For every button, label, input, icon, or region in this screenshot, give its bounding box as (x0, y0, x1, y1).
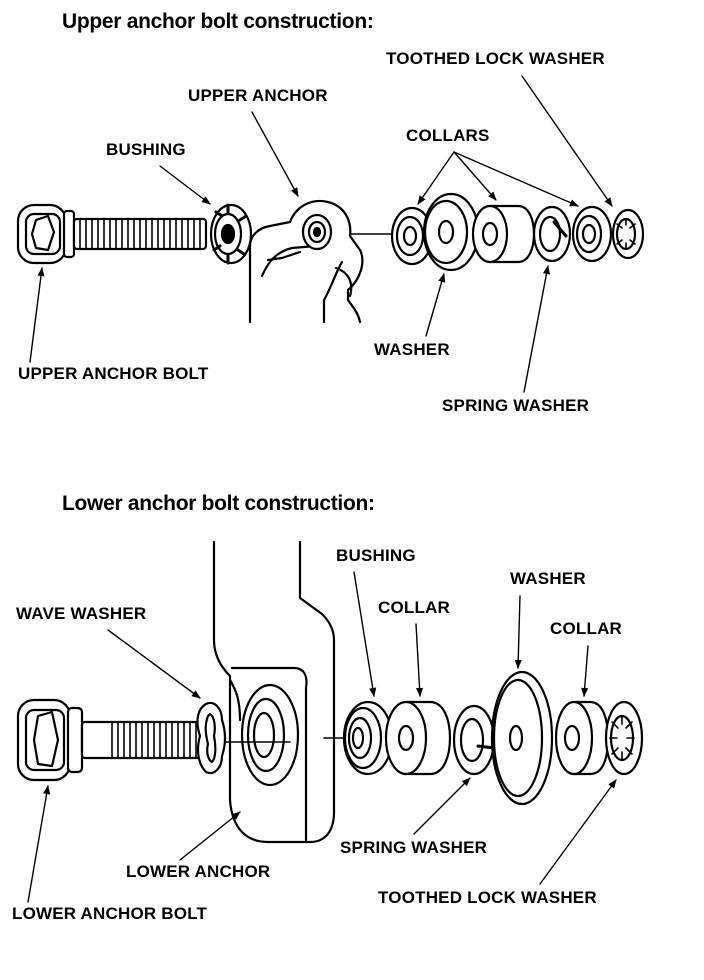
label-upper-anchor-bolt: UPPER ANCHOR BOLT (18, 364, 209, 383)
label-wave-washer: WAVE WASHER (16, 604, 147, 623)
label-lower-toothed-lock-washer: TOOTHED LOCK WASHER (378, 888, 597, 907)
upper-heading: Upper anchor bolt construction: (62, 10, 374, 33)
label-upper-toothed-lock-washer: TOOTHED LOCK WASHER (386, 49, 605, 68)
label-collars: COLLARS (406, 126, 490, 145)
lower-collar-left (386, 702, 450, 774)
label-upper-spring-washer: SPRING WASHER (442, 396, 590, 415)
label-lower-spring-washer: SPRING WASHER (340, 838, 488, 857)
leader-upper-washer (426, 273, 446, 336)
lower-toothed-lock-washer (606, 702, 642, 774)
lower-collar-right (556, 702, 608, 774)
leader-collars-3 (454, 152, 579, 206)
leader-lower-anchor (180, 812, 241, 860)
lower-heading: Lower anchor bolt construction: (62, 492, 375, 515)
label-lower-collar-left: COLLAR (378, 598, 451, 617)
lower-washer (492, 672, 552, 804)
leader-collars-1 (418, 152, 454, 205)
upper-toothed-lock-washer (613, 210, 643, 258)
label-lower-anchor-bolt: LOWER ANCHOR BOLT (12, 904, 208, 923)
upper-bushing (211, 205, 251, 263)
leader-lower-collar-left (416, 624, 424, 697)
leader-upper-toothed-lock-washer (522, 76, 612, 207)
leader-lower-collar-right (581, 646, 588, 697)
lower-spring-washer (454, 706, 494, 774)
label-lower-washer: WASHER (510, 569, 586, 588)
leader-lower-spring-washer (414, 778, 470, 834)
lower-wave-washer (198, 703, 225, 773)
lower-bushing (344, 702, 392, 774)
leader-collars-2 (454, 152, 496, 200)
upper-anchor-bracket (250, 201, 362, 322)
label-upper-bushing: BUSHING (106, 140, 186, 159)
label-upper-anchor: UPPER ANCHOR (188, 86, 328, 105)
leader-upper-anchor-bolt (30, 267, 45, 362)
leader-lower-toothed-lock-washer (540, 779, 616, 884)
leader-lower-anchor-bolt (28, 785, 51, 902)
lower-anchor-bolt (18, 700, 206, 780)
upper-collar-3 (573, 207, 611, 261)
lower-anchor-bracket (214, 542, 334, 842)
leader-upper-anchor (252, 112, 298, 197)
label-upper-washer: WASHER (374, 340, 450, 359)
label-lower-anchor: LOWER ANCHOR (126, 862, 271, 881)
label-lower-bushing: BUSHING (336, 546, 416, 565)
upper-spring-washer (534, 207, 570, 261)
upper-collar-2 (473, 206, 534, 262)
label-lower-collar-right: COLLAR (550, 619, 623, 638)
leader-lower-washer (514, 596, 522, 669)
upper-anchor-bolt (18, 205, 206, 263)
leader-bushing (160, 166, 211, 204)
leader-wave-washer (108, 630, 201, 698)
upper-washer (424, 194, 478, 270)
leader-lower-bushing (354, 572, 377, 697)
leader-upper-spring-washer (524, 265, 551, 392)
